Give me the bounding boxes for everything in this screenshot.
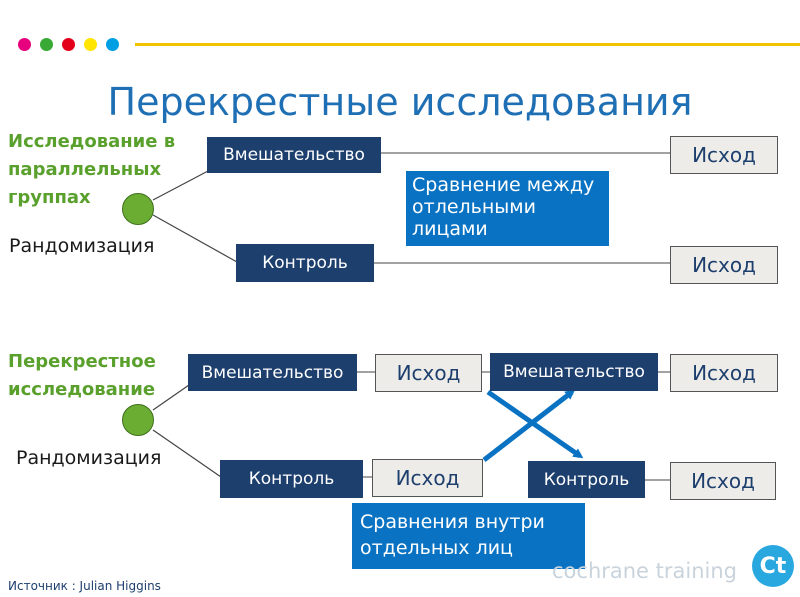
connector-rand2-intervention <box>152 384 190 411</box>
outcome-box-crossover-1a: Исход <box>375 354 482 392</box>
outcome-box-parallel-top: Исход <box>670 136 778 174</box>
decor-dot-green <box>40 38 53 51</box>
connector-rand-control <box>152 214 238 263</box>
decor-dot-yellow <box>84 38 97 51</box>
intervention-box-parallel: Вмешательство <box>207 137 381 173</box>
arrow-cross-up <box>482 389 576 462</box>
randomization-node-parallel <box>122 193 154 225</box>
intervention-box-crossover-1: Вмешательство <box>188 354 357 391</box>
intervention-box-crossover-2: Вмешательство <box>490 353 658 391</box>
decor-dot-red <box>62 38 75 51</box>
randomization-label-parallel: Рандомизация <box>9 235 155 257</box>
cochrane-logo: Ct <box>752 545 794 587</box>
randomization-label-crossover: Рандомизация <box>16 447 162 469</box>
slide-title: Перекрестные исследования <box>107 80 693 124</box>
crossover-study-label: Перекрестное исследование <box>8 351 156 400</box>
between-subjects-note: Сравнение между отлельными лицами <box>406 171 609 246</box>
within-subjects-note: Сравнения внутри отдельных лиц <box>352 503 585 569</box>
decor-dot-cyan <box>106 38 119 51</box>
outcome-box-crossover-2b: Исход <box>670 462 776 500</box>
source-credit: Источник : Julian Higgins <box>8 579 161 593</box>
outcome-box-crossover-1b: Исход <box>372 459 483 497</box>
connector-rand-intervention <box>152 170 209 201</box>
decor-dot-magenta <box>18 38 31 51</box>
watermark-text: cochrane training <box>552 559 738 583</box>
randomization-node-crossover <box>122 404 154 436</box>
parallel-study-label: Исследование в параллельных группах <box>8 131 176 208</box>
control-box-crossover-1: Контроль <box>220 460 363 498</box>
connector-rand2-control <box>152 429 222 478</box>
outcome-box-crossover-2a: Исход <box>670 354 778 392</box>
control-box-parallel: Контроль <box>236 244 374 282</box>
control-box-crossover-2: Контроль <box>528 461 645 498</box>
outcome-box-parallel-bottom: Исход <box>670 246 778 284</box>
accent-line <box>135 43 800 46</box>
